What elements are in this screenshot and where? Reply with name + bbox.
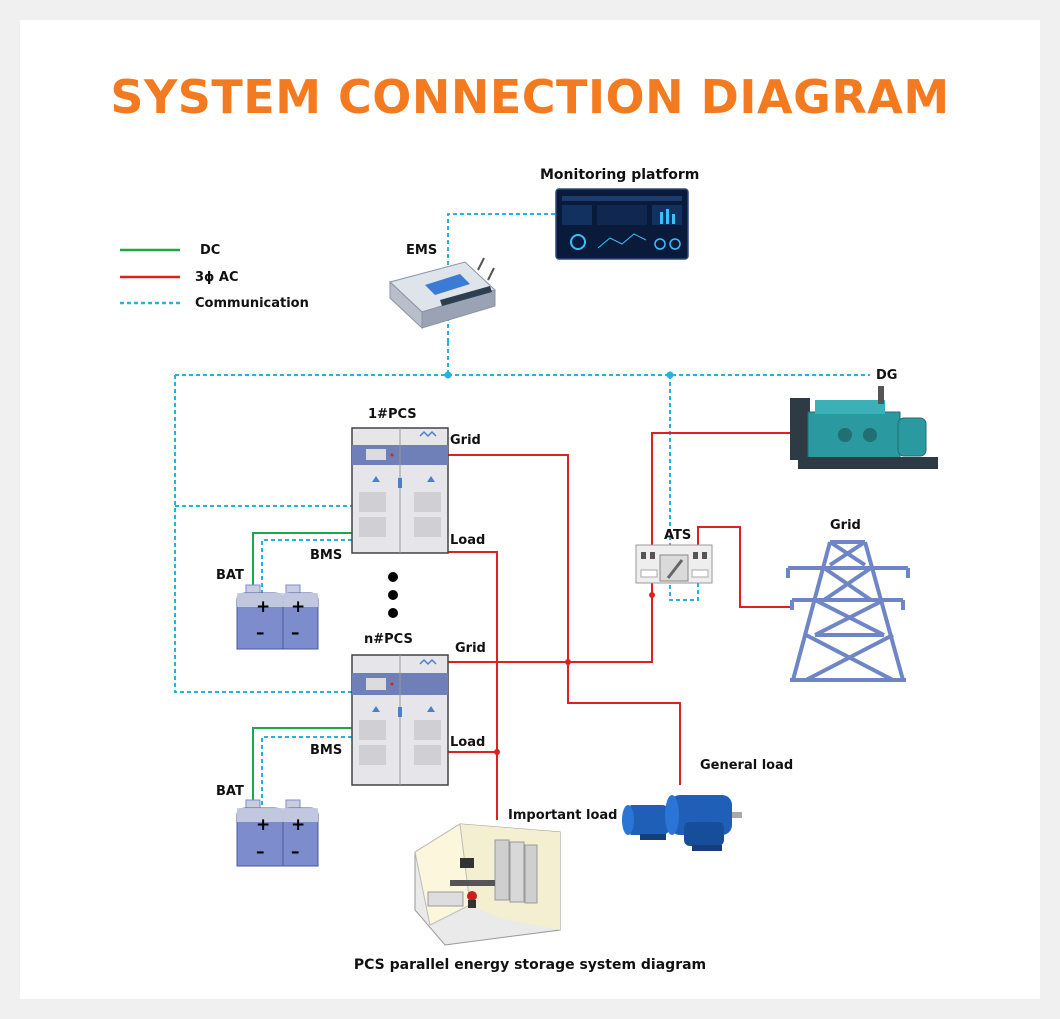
pcs-n-load-port-label: Load xyxy=(450,735,486,750)
ems-label: EMS xyxy=(406,243,438,258)
legend-ac-label: 3ϕ AC xyxy=(195,270,239,285)
comm-junction-ats xyxy=(666,371,674,379)
pcs-n-grid-port-label: Grid xyxy=(455,641,486,656)
battery-1b-minus: – xyxy=(291,623,300,643)
diagram-caption: PCS parallel energy storage system diagr… xyxy=(353,957,707,973)
pcs-cabinet-n xyxy=(351,654,449,786)
ellipsis-dot-2 xyxy=(388,590,398,600)
pcs-1-grid-port-label: Grid xyxy=(450,433,481,448)
general-load-label: General load xyxy=(700,758,794,773)
general-load-motor-icon xyxy=(618,785,742,853)
battery-nb-minus: – xyxy=(291,842,300,862)
monitoring-platform-label: Monitoring platform xyxy=(540,167,700,183)
ac-lines xyxy=(448,432,790,820)
diesel-generator-icon xyxy=(790,386,938,469)
ems-device-icon xyxy=(389,257,496,330)
pcs-n-label: n#PCS xyxy=(364,632,413,647)
bms-1-label: BMS xyxy=(310,548,343,563)
battery-1a-plus: + xyxy=(256,597,271,617)
important-load-room-icon xyxy=(414,823,561,946)
legend-dc-label: DC xyxy=(200,243,221,258)
ac-junction-load xyxy=(494,749,500,755)
battery-1a-minus: – xyxy=(256,623,265,643)
ats-label: ATS xyxy=(664,528,692,543)
ats-switch-icon xyxy=(635,544,713,584)
battery-na-minus: – xyxy=(256,842,265,862)
ac-junction-ats xyxy=(649,592,655,598)
comm-junction-ems xyxy=(444,371,452,379)
bms-n-label: BMS xyxy=(310,743,343,758)
transmission-tower-icon xyxy=(786,540,910,682)
ellipsis-dot-1 xyxy=(388,572,398,582)
battery-1b-plus: + xyxy=(291,597,306,617)
legend-comm-label: Communication xyxy=(195,296,309,311)
battery-1-icon xyxy=(236,584,319,650)
battery-n-icon xyxy=(236,799,319,867)
important-load-label: Important load xyxy=(508,808,618,823)
communication-lines xyxy=(174,213,870,808)
dc-lines xyxy=(252,532,352,800)
pcs-1-load-port-label: Load xyxy=(450,533,486,548)
dg-label: DG xyxy=(876,368,898,383)
pcs-cabinet-1 xyxy=(351,427,449,554)
ac-junction-grid xyxy=(565,659,571,665)
battery-nb-plus: + xyxy=(291,815,306,835)
page-title: SYSTEM CONNECTION DIAGRAM xyxy=(110,70,950,124)
grid-tower-label: Grid xyxy=(830,518,861,533)
monitoring-screen-icon xyxy=(555,188,689,260)
bat-1-label: BAT xyxy=(216,568,244,583)
bat-n-label: BAT xyxy=(216,784,244,799)
battery-na-plus: + xyxy=(256,815,271,835)
pcs-1-label: 1#PCS xyxy=(368,407,417,422)
ellipsis-dot-3 xyxy=(388,608,398,618)
